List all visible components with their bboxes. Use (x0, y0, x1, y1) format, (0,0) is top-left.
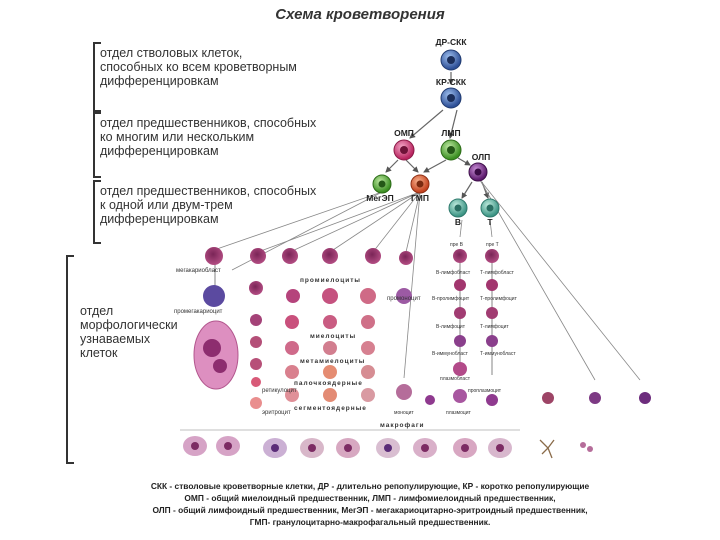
section-line: дифференцировкам (100, 212, 219, 226)
node-gmp: ГМП (411, 193, 429, 203)
bracket-multipotent (93, 112, 101, 178)
legend-line: ОМП - общий миелоидный предшественник, Л… (184, 493, 556, 503)
label-macrophages: макрофаги (380, 422, 425, 429)
node-b: B (455, 217, 461, 227)
label-erythrocyte: эритроцит (262, 410, 291, 416)
node-megep: МегЭП (366, 193, 394, 203)
legend-line: ОЛП - общий лимфоидный предшественник, М… (152, 505, 588, 515)
bracket-stem (93, 42, 101, 112)
section-line: отдел стволовых клеток, (100, 46, 243, 60)
bracket-morphological (66, 255, 74, 464)
label-b-prolymphocyte: В-пролимфоцит (432, 296, 470, 302)
section-line: ко многим или нескольким (100, 130, 255, 144)
macrophage-cells (180, 429, 593, 459)
bracket-committed (93, 180, 101, 244)
label-b-lymphocyte: В-лимфоцит (436, 324, 466, 330)
section-stem: отдел стволовых клеток, способных ко все… (100, 46, 297, 88)
section-line: дифференцировкам (100, 74, 219, 88)
node-olp: ОЛП (472, 152, 490, 162)
lymphoid-cells (425, 249, 651, 406)
label-t-immunoblast: Т-иммунобласт (480, 351, 516, 357)
section-line: дифференцировкам (100, 144, 219, 158)
section-line: отдел предшественников, способных (100, 116, 317, 130)
diagram-title: Схема кроветворения (275, 6, 445, 23)
label-band: палочкоядерные (294, 380, 363, 387)
label-promegakaryocyte: промегакариоцит (174, 309, 223, 315)
label-megakaryoblast: мегакариобласт (176, 268, 221, 274)
node-kr-skk: КР-СКК (436, 77, 467, 87)
section-multipotent: отдел предшественников, способных ко мно… (100, 116, 316, 158)
section-line: отдел предшественников, способных (100, 184, 317, 198)
abbreviation-legend: СКК - стволовые кроветворные клетки, ДР … (50, 480, 690, 528)
label-segmented: сегментоядерные (294, 405, 367, 412)
label-monocyte: моноцит (394, 410, 414, 416)
label-t-lymphoblast: Т-лимфобласт (480, 270, 515, 276)
section-morphological: отдел морфологически узнаваемых клеток (80, 304, 178, 360)
label-b-lymphoblast: В-лимфобласт (436, 270, 471, 276)
hematopoiesis-tree: ДР-СКК КР-СКК ОМП ЛМП ОЛП МегЭП ГМП B T (174, 37, 651, 459)
label-myelocytes: миелоциты (310, 333, 356, 340)
label-pre-t: пре Т (486, 242, 499, 248)
node-t: T (487, 217, 493, 227)
label-plasmablast: плазмобласт (440, 376, 471, 382)
label-promyelocytes: промиелоциты (300, 277, 361, 284)
section-line: к одной или двум-трем (100, 198, 233, 212)
label-pre-b: пре В (450, 242, 464, 248)
legend-line: СКК - стволовые кроветворные клетки, ДР … (150, 481, 590, 491)
node-lmp: ЛМП (441, 128, 460, 138)
label-proplasmocyte: проплазмоцит (468, 388, 502, 394)
label-t-prolymphocyte: Т-пролимфоцит (480, 296, 518, 302)
section-line: морфологически (80, 318, 178, 332)
section-committed: отдел предшественников, способных к одно… (100, 184, 316, 226)
myeloid-cells (193, 247, 413, 409)
legend-line: ГМП- гранулоцитарно-макрофагальный предш… (249, 517, 491, 527)
section-line: клеток (80, 346, 118, 360)
section-line: отдел (80, 304, 114, 318)
node-omp: ОМП (394, 128, 414, 138)
section-line: узнаваемых (80, 332, 151, 346)
label-promonocyte: промоноцит (387, 296, 421, 302)
section-line: способных ко всем кроветворным (100, 60, 297, 74)
label-reticulocyte: ретикулоцит (262, 388, 297, 394)
label-plasmocyte: плазмоцит (446, 410, 472, 416)
node-dr-skk: ДР-СКК (435, 37, 467, 47)
label-t-lymphocyte: Т-лимфоцит (480, 324, 509, 330)
label-metamyelocytes: метамиелоциты (300, 358, 365, 365)
label-b-immunoblast: В-иммунобласт (432, 351, 469, 357)
